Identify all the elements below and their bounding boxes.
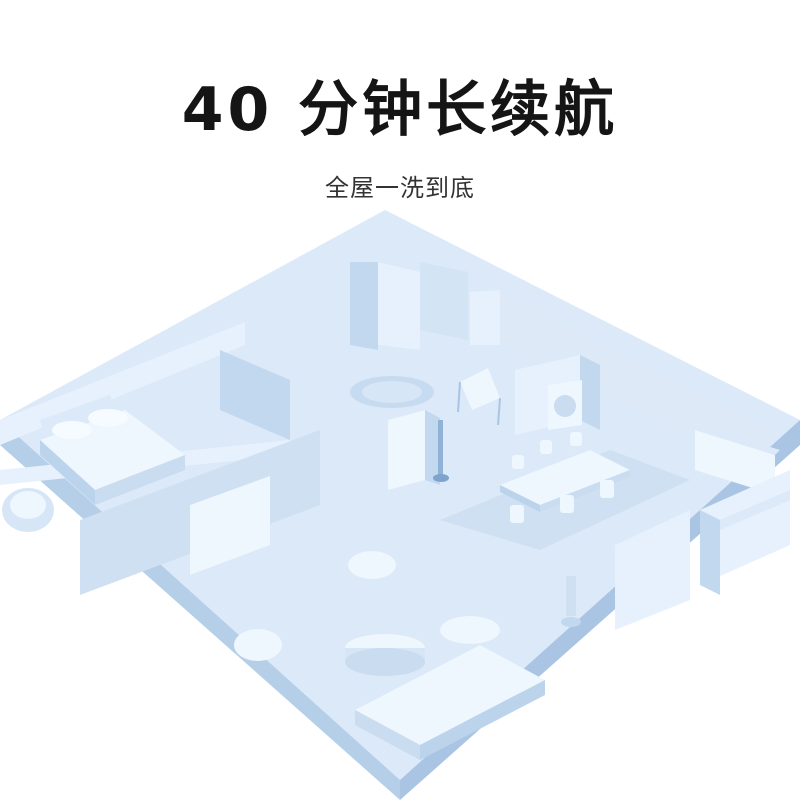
round-rug [350, 376, 434, 408]
reading-chair-icon [457, 368, 501, 426]
accent-chair-icon [234, 551, 396, 661]
bed-icon [40, 395, 185, 505]
lounge-chair-icon [2, 488, 54, 532]
dining-table-icon [440, 432, 690, 550]
washing-machine-icon [548, 380, 582, 430]
coffee-table-icon [345, 634, 425, 676]
back-walls [350, 262, 770, 470]
vacuum-icon [388, 410, 449, 490]
plant-icon [561, 576, 581, 627]
sofa-icon [355, 616, 545, 760]
headline: 40 分钟长续航 [181, 75, 619, 145]
subheadline: 全屋一洗到底 [325, 174, 475, 202]
living-partition [615, 510, 690, 630]
kitchen-counter-icon [695, 425, 790, 595]
